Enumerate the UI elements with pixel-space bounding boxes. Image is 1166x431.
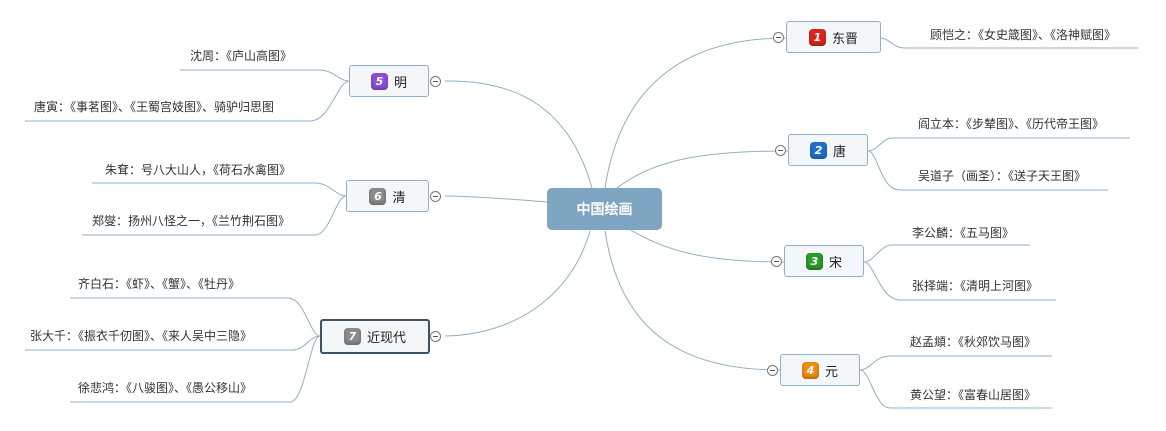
topic-qing-label: 清: [392, 190, 406, 206]
topic-modern-label: 近现代: [366, 331, 406, 346]
topic-qing[interactable]: 6 清: [346, 180, 429, 212]
central-topic-label: 中国绘画: [576, 202, 633, 218]
topic-ming[interactable]: 5 明: [349, 65, 429, 97]
topic-song-label: 宋: [828, 255, 842, 271]
collapse-toggle-song[interactable]: [771, 256, 782, 267]
collapse-toggle-tang[interactable]: [775, 145, 786, 156]
leaf-modern-2[interactable]: 张大千：《振衣千仞图》、《来人吴中三隐》: [30, 329, 253, 343]
collapse-toggle-dongjin[interactable]: [773, 32, 784, 43]
collapse-toggle-modern[interactable]: [430, 331, 441, 342]
topic-tang-label: 唐: [832, 144, 846, 160]
leaf-yuan-1[interactable]: 赵孟頫：《秋郊饮马图》: [910, 335, 1037, 349]
priority-1-icon: 1: [808, 28, 826, 46]
priority-3-icon: 3: [805, 252, 823, 270]
topic-dongjin-label: 东晋: [831, 31, 858, 47]
collapse-toggle-qing[interactable]: [430, 191, 441, 202]
leaf-tang-2[interactable]: 吴道子（画圣）：《送子天王图》: [918, 169, 1087, 183]
topic-tang[interactable]: 2 唐: [788, 134, 868, 166]
leaf-ming-2[interactable]: 唐寅：《事茗图》、《王蜀宫妓图》、骑驴归思图: [34, 100, 275, 114]
leaf-ming-1[interactable]: 沈周：《庐山高图》: [190, 49, 293, 63]
leaf-qing-1[interactable]: 朱耷：号八大山人，《荷石水禽图》: [105, 163, 292, 177]
priority-4-icon: 4: [801, 361, 819, 379]
leaf-song-2[interactable]: 张择端：《清明上河图》: [912, 279, 1039, 293]
topic-ming-label: 明: [393, 75, 407, 91]
collapse-toggle-yuan[interactable]: [767, 365, 778, 376]
topic-yuan-label: 元: [824, 364, 838, 380]
topic-yuan[interactable]: 4 元: [780, 354, 860, 386]
topic-song[interactable]: 3 宋: [784, 245, 864, 277]
leaf-dongjin-1[interactable]: 顾恺之：《女史箴图》、《洛神赋图》: [930, 28, 1117, 42]
priority-7-icon: 7: [343, 328, 361, 345]
leaf-modern-1[interactable]: 齐白石：《虾》、《蟹》、《牡丹》: [78, 277, 241, 291]
topic-dongjin[interactable]: 1 东晋: [786, 21, 881, 53]
topic-modern[interactable]: 7 近现代: [320, 319, 430, 354]
leaf-qing-2[interactable]: 郑燮：扬州八怪之一，《兰竹荆石图》: [92, 214, 291, 228]
leaf-yuan-2[interactable]: 黄公望：《富春山居图》: [910, 388, 1037, 402]
leaf-song-1[interactable]: 李公麟：《五马图》: [912, 226, 1015, 240]
leaf-modern-3[interactable]: 徐悲鸿：《八骏图》、《愚公移山》: [78, 381, 253, 395]
priority-2-icon: 2: [809, 141, 827, 159]
priority-5-icon: 5: [370, 72, 388, 90]
central-topic[interactable]: 中国绘画: [547, 188, 662, 230]
leaf-tang-1[interactable]: 阎立本：《步辇图》、《历代帝王图》: [918, 117, 1105, 131]
priority-6-icon: 6: [369, 187, 387, 205]
collapse-toggle-ming[interactable]: [430, 76, 441, 87]
